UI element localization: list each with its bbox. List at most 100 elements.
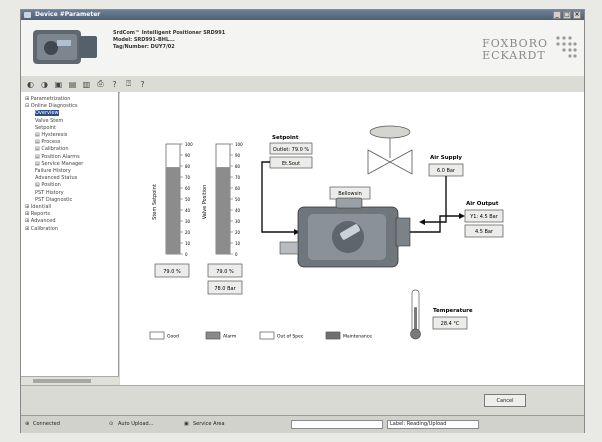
scale-tick-label: 30: [185, 219, 191, 224]
tree-item-label: PST Diagnostic: [35, 196, 73, 203]
tree-item-label: Setpoint: [35, 124, 56, 131]
valve-position-value2-box: [207, 280, 243, 295]
connection-status: Connected: [33, 421, 60, 427]
setpoint-signal-line: [261, 161, 294, 233]
tree-item[interactable]: PST Diagnostic: [23, 197, 118, 204]
scale-tick-label: 80: [235, 164, 241, 169]
tree-item[interactable]: Overview: [23, 110, 118, 117]
save-icon[interactable]: ▣: [54, 79, 63, 89]
tree-item-label: Position: [41, 182, 61, 189]
setpoint-value1: Outlet: 79.0 %: [273, 147, 309, 153]
tree-item[interactable]: ▤ Calibration: [23, 146, 118, 153]
close-button[interactable]: ×: [573, 11, 581, 19]
scale-tick-label: 0: [235, 252, 238, 257]
positioner-display: [340, 224, 360, 240]
air-output-label: Air Output: [466, 201, 499, 207]
tree-item-label: Service Manager: [41, 160, 84, 167]
tree-item[interactable]: ▤ Position: [23, 182, 118, 189]
tree-item[interactable]: ⊟ Online Diagnostics: [23, 103, 118, 110]
tree-item-label: Failure History: [35, 168, 71, 175]
scale-tick-label: 60: [185, 186, 191, 191]
scale-tick-label: 50: [235, 197, 241, 202]
tree-item[interactable]: ⊞ Calibration: [23, 226, 118, 233]
tree-item-label: Advanced Status: [35, 175, 78, 182]
tree-item-prefix-icon: ▤: [35, 132, 40, 139]
air-output-line: [410, 215, 459, 233]
tree-item-prefix-icon: ▤: [35, 153, 40, 160]
tree-item[interactable]: PST History: [23, 190, 118, 197]
tree-item[interactable]: ▤ Process: [23, 139, 118, 146]
minimize-button[interactable]: _: [553, 11, 561, 19]
tree-item[interactable]: Setpoint: [23, 125, 118, 132]
tree-horizontal-scrollbar[interactable]: [21, 376, 119, 385]
question-icon[interactable]: ?: [140, 79, 145, 89]
air-supply-line: [425, 176, 447, 223]
copy-icon[interactable]: ▥: [82, 79, 91, 89]
device-model: Model: SRD991-BHL...: [113, 37, 175, 43]
tree-item[interactable]: ⊞ Parametrization: [23, 96, 118, 103]
scale-tick-label: 0: [185, 252, 188, 257]
forward-icon[interactable]: ◑: [41, 79, 48, 89]
temperature-value: 28.4 °C: [441, 321, 460, 327]
tree-item[interactable]: ⊞ Reports: [23, 211, 118, 218]
stem-setpoint-label: Stem Setpoint: [152, 184, 158, 220]
stem-setpoint-value: 79.0 %: [163, 269, 181, 275]
tree-item-prefix-icon: ▤: [35, 182, 40, 189]
app-icon: [24, 12, 31, 18]
help-icon[interactable]: ?: [112, 79, 117, 89]
maximize-button[interactable]: □: [563, 11, 571, 19]
setpoint-value2: Et.Sout: [282, 161, 300, 167]
back-icon[interactable]: ◐: [27, 79, 34, 89]
title-bar: Device #Parameter _ □ ×: [21, 10, 584, 20]
tree-item-prefix-icon: ⊞: [25, 211, 30, 218]
tree-item-prefix-icon: ⊞: [25, 204, 30, 211]
legend-label: Out of Spec: [277, 334, 304, 340]
setpoint-value1-box: [269, 142, 313, 155]
device-name: SrdCom™ Intelligent Positioner SRD991: [113, 30, 226, 36]
navigation-tree: ⊞ Parametrization⊟ Online Diagnostics Ov…: [21, 92, 119, 385]
tree-item-prefix-icon: ▤: [35, 139, 40, 146]
tree-item-label: Calibration: [41, 146, 69, 153]
legend-label: Maintenance: [343, 334, 372, 340]
scale-tick-label: 10: [185, 241, 191, 246]
auto-upload-status: Auto Upload...: [118, 421, 154, 427]
tree-item-label: Calibration: [30, 225, 59, 232]
tree-item[interactable]: ▤ Hysteresis: [23, 132, 118, 139]
valve-actuator-head: [369, 125, 411, 139]
tree-item-prefix-icon: ⊞: [25, 96, 30, 102]
tree-item[interactable]: ⊞ Ident/all: [23, 204, 118, 211]
scale-tick-label: 30: [235, 219, 241, 224]
scale-tick-label: 80: [185, 164, 191, 169]
air-output-arrow: [459, 213, 465, 219]
valve-body-left: [367, 149, 391, 175]
scrollbar-thumb[interactable]: [33, 379, 91, 383]
print-icon[interactable]: ⎙: [97, 79, 104, 88]
tree-item[interactable]: ⊞ Advanced: [23, 218, 118, 225]
tree-item[interactable]: Advanced Status: [23, 175, 118, 182]
context-help-icon[interactable]: ⍰: [126, 79, 131, 88]
scale-tick-label: 50: [185, 197, 191, 202]
scale-tick-label: 90: [235, 153, 241, 158]
tree-item[interactable]: ▤ Position Alarms: [23, 154, 118, 161]
tree-item[interactable]: ▤ Service Manager: [23, 161, 118, 168]
scale-tick-label: 100: [185, 142, 193, 147]
tree-item-label: Valve Stem: [35, 117, 64, 124]
status-field-blank: [291, 420, 383, 429]
cancel-button[interactable]: Cancel: [484, 394, 526, 407]
air-output-value1: Y1: 4.5 Bar: [469, 214, 499, 220]
tree-item[interactable]: Failure History: [23, 168, 118, 175]
device-tag: Tag/Number: DUY7/02: [113, 44, 175, 50]
tree-item[interactable]: Valve Stem: [23, 118, 118, 125]
valve-position-value: 79.0 %: [216, 269, 234, 275]
tree-item-prefix-icon: ⊞: [25, 218, 30, 225]
scale-tick-label: 40: [185, 208, 191, 213]
tree-item-label: Overview: [35, 110, 59, 117]
open-icon[interactable]: ▤: [68, 79, 77, 89]
logo-mark-icon: [556, 36, 577, 58]
valve-position-label: Valve Position: [202, 185, 208, 220]
foxboro-eckardt-logo: FOXBORO ECKARDT: [482, 37, 548, 62]
positioner-device-image: [33, 30, 97, 64]
legend-label: Alarm: [223, 334, 236, 340]
user-status: Label: Reading/Upload: [387, 420, 479, 429]
